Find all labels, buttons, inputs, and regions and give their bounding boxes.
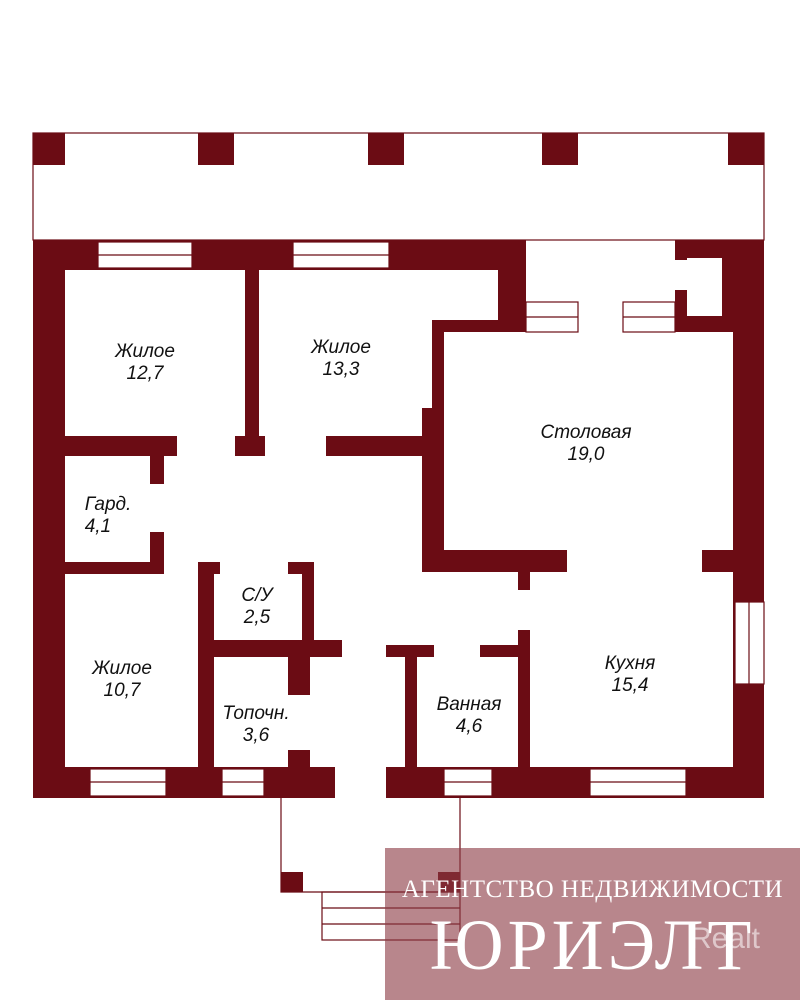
wall <box>498 240 526 332</box>
agency-watermark: АГЕНТСТВО НЕДВИЖИМОСТИ ЮРИЭЛТ Realt <box>385 848 800 1000</box>
wall <box>198 562 214 767</box>
room-label-dining: Столовая 19,0 <box>541 422 632 466</box>
room-area: 15,4 <box>611 674 649 696</box>
room-name: Кухня <box>604 653 656 674</box>
wall <box>245 270 259 455</box>
room-area: 13,3 <box>322 358 360 380</box>
room-name: Гард. <box>84 494 132 515</box>
room-label-wc: С/У 2,5 <box>241 585 272 629</box>
room-name: Жилое <box>311 337 371 358</box>
wall <box>150 456 164 484</box>
wall <box>432 320 526 332</box>
room-label-wardrobe: Гард. 4,1 <box>85 494 132 538</box>
terrace-column <box>542 133 578 165</box>
wall <box>702 550 733 572</box>
wall <box>65 436 177 456</box>
room-name: Столовая <box>540 422 632 443</box>
realt-watermark: Realt <box>689 922 760 955</box>
terrace-column <box>728 133 764 165</box>
terrace-column <box>33 133 65 165</box>
room-area: 12,7 <box>126 362 164 384</box>
wall <box>518 572 530 590</box>
wall <box>422 408 444 572</box>
outer-wall-right <box>733 240 764 798</box>
wall <box>198 640 342 657</box>
agency-name: АГЕНТСТВО НЕДВИЖИМОСТИ <box>401 876 784 903</box>
wall <box>722 240 736 332</box>
wall <box>675 240 687 260</box>
wall <box>198 562 220 574</box>
room-label-living3: Жилое 10,7 <box>92 658 152 702</box>
outer-wall-right-top <box>675 240 764 258</box>
wall <box>422 550 567 572</box>
wall <box>302 562 314 657</box>
room-area: 2,5 <box>243 606 271 628</box>
wall <box>675 316 733 332</box>
wall <box>288 750 310 770</box>
room-label-living2: Жилое 13,3 <box>311 337 371 381</box>
wall <box>518 630 530 770</box>
room-label-furnace: Топочн. 3,6 <box>222 703 289 747</box>
agency-brand: ЮРИЭЛТ <box>429 905 756 985</box>
room-name: Ванная <box>436 694 502 715</box>
outer-wall-bottom <box>33 767 335 798</box>
room-area: 4,1 <box>84 515 112 537</box>
terrace-column <box>198 133 234 165</box>
outer-wall-bottom <box>386 767 764 798</box>
room-name: С/У <box>241 585 273 606</box>
room-area: 10,7 <box>103 679 141 701</box>
porch-column <box>281 872 303 892</box>
wall <box>326 436 444 456</box>
room-name: Жилое <box>115 341 175 362</box>
wall <box>65 562 164 574</box>
room-label-kitchen: Кухня 15,4 <box>605 653 656 697</box>
room-label-living1: Жилое 12,7 <box>115 341 175 385</box>
outer-wall-left <box>33 240 65 798</box>
room-area: 4,6 <box>455 715 483 737</box>
room-area: 3,6 <box>242 724 270 746</box>
wall <box>288 640 310 695</box>
room-label-bath: Ванная 4,6 <box>437 694 502 738</box>
wall <box>405 645 417 770</box>
wall <box>235 436 265 456</box>
wall <box>480 645 530 657</box>
room-name: Топочн. <box>222 703 290 724</box>
room-area: 19,0 <box>567 443 605 465</box>
terrace-column <box>368 133 404 165</box>
room-name: Жилое <box>92 658 152 679</box>
